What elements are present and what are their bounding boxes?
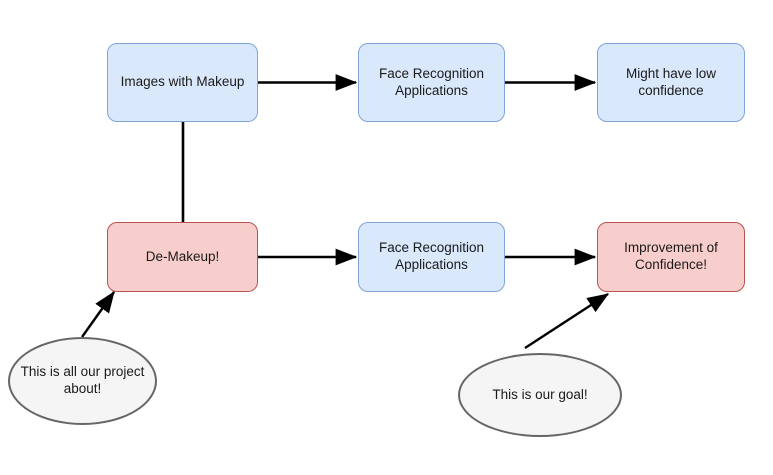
node-this-is-our-goal[interactable]: This is our goal! — [458, 353, 622, 437]
node-label: This is all our project about! — [20, 364, 145, 396]
node-face-recognition-top[interactable]: Face Recognition Applications — [358, 43, 505, 122]
node-label: Improvement of Confidence! — [624, 240, 718, 272]
node-images-with-makeup[interactable]: Images with Makeup — [107, 43, 258, 122]
node-label: This is our goal! — [492, 386, 588, 402]
node-improvement-of-confidence[interactable]: Improvement of Confidence! — [597, 222, 745, 292]
node-label: De-Makeup! — [145, 248, 220, 264]
node-label: Images with Makeup — [120, 74, 245, 90]
node-this-is-all-our-project-about[interactable]: This is all our project about! — [8, 337, 157, 425]
edge-goal-note-to-improvement — [524, 292, 610, 350]
node-face-recognition-bottom[interactable]: Face Recognition Applications — [358, 222, 505, 292]
node-label: Face Recognition Applications — [378, 240, 485, 272]
edge-project-note-to-demakeup — [81, 291, 115, 338]
node-de-makeup[interactable]: De-Makeup! — [107, 222, 258, 292]
node-might-have-low-confidence[interactable]: Might have low confidence — [597, 43, 745, 122]
node-label: Might have low confidence — [625, 65, 717, 98]
node-label: Face Recognition Applications — [378, 65, 485, 98]
